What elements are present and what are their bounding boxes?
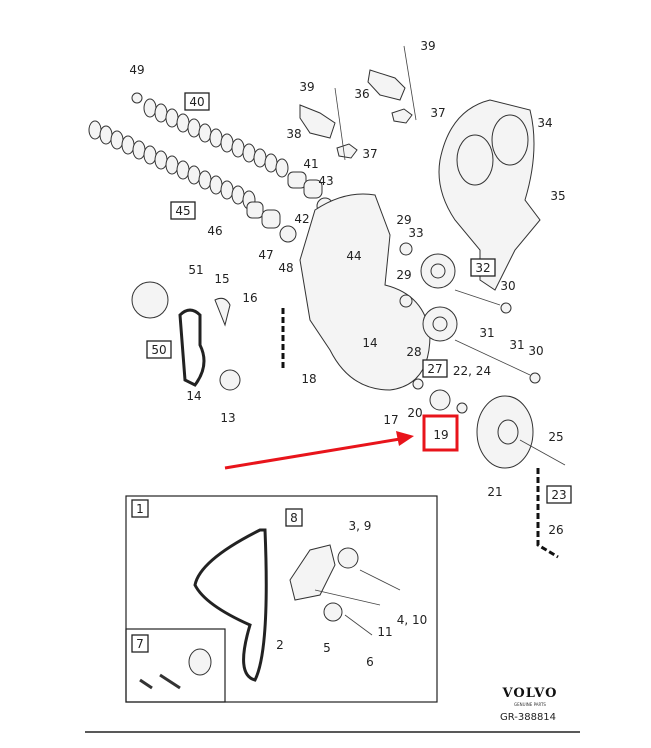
- tensioner-13: [219, 369, 241, 391]
- part-label-40: 40: [189, 95, 204, 109]
- bushing-47: [261, 209, 281, 229]
- part-label-28: 28: [406, 345, 421, 359]
- part-label-31: 31: [509, 338, 524, 352]
- part-label-18: 18: [301, 372, 316, 386]
- washer-20: [412, 378, 424, 390]
- kit-box-1: [125, 495, 438, 703]
- diagram-code: GR-388814: [500, 712, 556, 723]
- part-label-7: 7: [136, 637, 144, 651]
- part-label-20: 20: [407, 406, 422, 420]
- highlight-arrow: [224, 431, 414, 470]
- bushing-42: [303, 179, 323, 199]
- part-label-42: 42: [294, 212, 309, 226]
- part-label-1: 1: [136, 502, 144, 516]
- gasket-7: [188, 648, 212, 676]
- water-pump-50: [131, 281, 169, 319]
- part-label-21: 21: [487, 485, 502, 499]
- part-label-44: 44: [346, 249, 361, 263]
- brand-sub: GENUINE PARTS: [514, 702, 546, 707]
- part-label-29: 29: [396, 268, 411, 282]
- kit-box-7: [125, 628, 226, 703]
- nut-30b: [529, 372, 541, 384]
- bracket-15: [214, 297, 231, 327]
- part-label-39: 39: [420, 39, 435, 53]
- label-box-40: [184, 92, 210, 111]
- part-label-51: 51: [188, 263, 203, 277]
- camshaft-lower: [88, 120, 256, 210]
- part-label-49: 49: [129, 63, 144, 77]
- part-label-37: 37: [430, 106, 445, 120]
- part-label-15: 15: [214, 272, 229, 286]
- part-label-4-10: 4, 10: [397, 613, 428, 627]
- label-box-50: [146, 340, 172, 359]
- part-label-31: 31: [479, 326, 494, 340]
- label-box-1: [131, 499, 149, 518]
- part-label-29: 29: [396, 213, 411, 227]
- label-box-45: [170, 201, 196, 220]
- idler-pulley-3-9: [337, 547, 359, 569]
- part-label-34: 34: [537, 116, 552, 130]
- bushing-46: [246, 201, 264, 219]
- part-label-22-24: 22, 24: [453, 364, 491, 378]
- washer-29b: [399, 294, 413, 308]
- camshaft-upper: [143, 98, 289, 178]
- gasket-37b: [391, 108, 413, 124]
- part-label-23: 23: [551, 488, 566, 502]
- idler-5: [323, 602, 343, 622]
- washer-29a: [399, 242, 413, 256]
- brand-logo: VOLVO: [502, 686, 558, 701]
- nut-30a: [500, 302, 512, 314]
- part-label-16: 16: [242, 291, 257, 305]
- label-box-32: [470, 258, 496, 277]
- part-label-30: 30: [528, 344, 543, 358]
- label-box-7: [131, 634, 149, 653]
- timing-belt-2: [193, 528, 268, 682]
- tensioner-8: [289, 544, 336, 601]
- part-label-38: 38: [286, 127, 301, 141]
- highlight-box-19: [422, 414, 459, 452]
- part-label-14: 14: [362, 336, 377, 350]
- part-label-39: 39: [299, 80, 314, 94]
- part-label-41: 41: [303, 157, 318, 171]
- part-label-27: 27: [427, 362, 442, 376]
- solenoid-38: [299, 104, 336, 139]
- part-label-14: 14: [186, 389, 201, 403]
- label-box-27: [422, 359, 448, 378]
- part-label-36: 36: [354, 87, 369, 101]
- part-label-46: 46: [207, 224, 222, 238]
- part-label-5: 5: [323, 641, 331, 655]
- seal-48: [279, 225, 297, 243]
- crankshaft-gear-19: [429, 389, 451, 411]
- part-label-35: 35: [550, 189, 565, 203]
- part-label-19: 19: [433, 428, 448, 442]
- part-label-33: 33: [408, 226, 423, 240]
- part-label-48: 48: [278, 261, 293, 275]
- gasket-37a: [336, 143, 358, 159]
- part-label-26: 26: [548, 523, 563, 537]
- part-label-2: 2: [276, 638, 284, 652]
- label-box-8: [285, 508, 303, 527]
- label-box-23: [546, 485, 572, 504]
- part-label-17: 17: [383, 413, 398, 427]
- part-label-47: 47: [258, 248, 273, 262]
- washer-22-24: [456, 402, 468, 414]
- part-label-3-9: 3, 9: [349, 519, 372, 533]
- dashed-leader-23: [536, 468, 559, 559]
- part-label-8: 8: [290, 511, 298, 525]
- part-label-13: 13: [220, 411, 235, 425]
- part-label-32: 32: [475, 261, 490, 275]
- seal-ring-49: [131, 92, 143, 104]
- part-label-37: 37: [362, 147, 377, 161]
- part-label-50: 50: [151, 343, 166, 357]
- belt-14: [178, 308, 206, 387]
- part-label-11: 11: [377, 625, 392, 639]
- part-label-43: 43: [318, 174, 333, 188]
- bushing-41: [287, 171, 307, 189]
- part-label-6: 6: [366, 655, 374, 669]
- solenoid-36: [367, 69, 406, 101]
- part-label-30: 30: [500, 279, 515, 293]
- part-label-25: 25: [548, 430, 563, 444]
- part-label-45: 45: [175, 204, 190, 218]
